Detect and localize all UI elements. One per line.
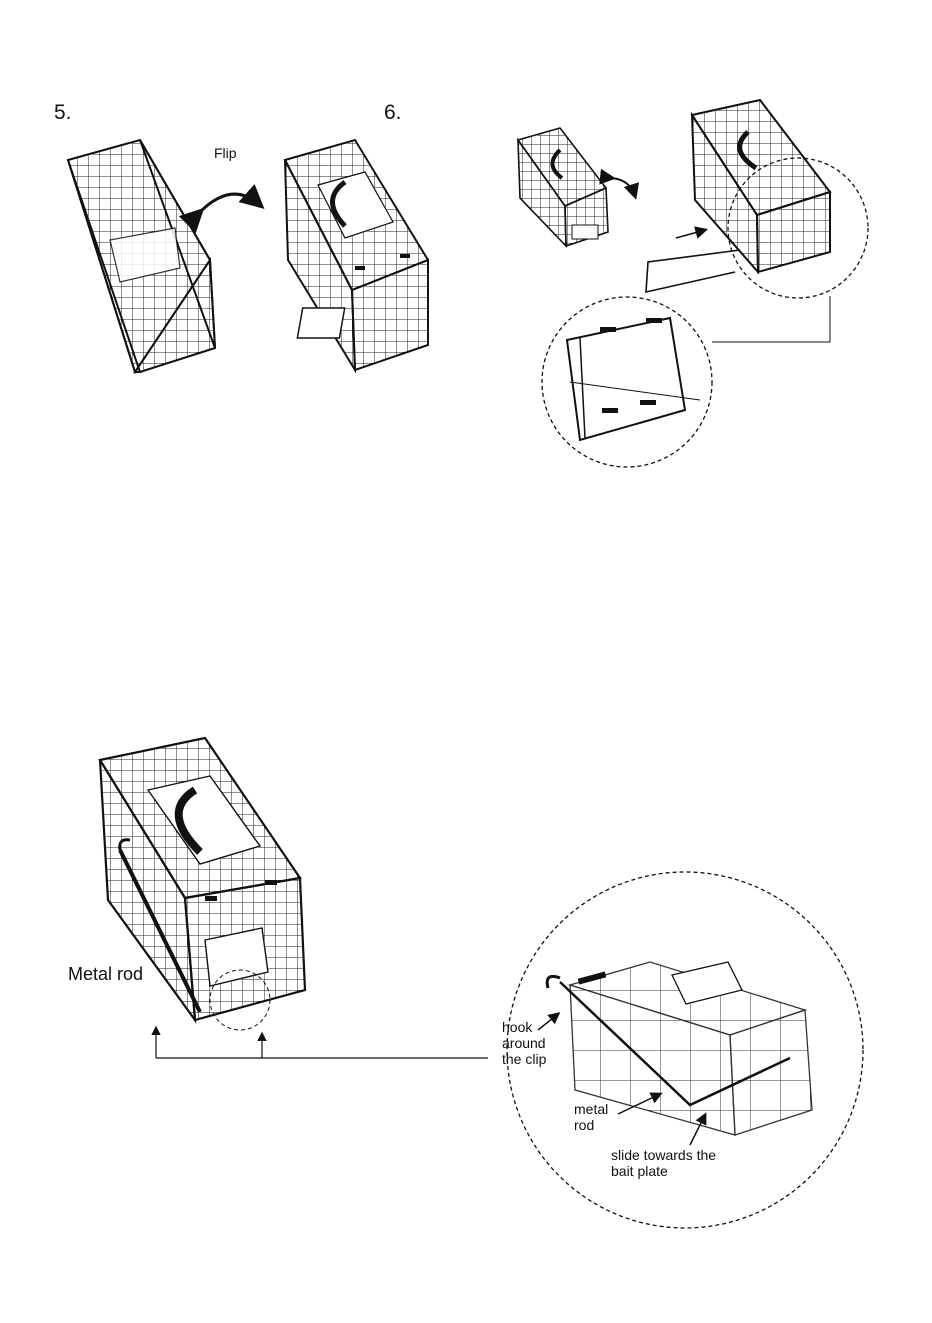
- large-cage-door: [692, 100, 830, 272]
- step-5-number: 5.: [54, 101, 72, 125]
- connector-lines: [156, 1028, 488, 1058]
- slide-label-line2: bait plate: [611, 1164, 668, 1179]
- cage-with-handle: [285, 140, 428, 370]
- step-6-number: 6.: [384, 101, 402, 125]
- flip-label: Flip: [214, 146, 237, 161]
- detail-circle-door: [542, 297, 712, 467]
- cage-open-box: [68, 140, 215, 372]
- insert-arrow: [676, 230, 705, 238]
- hook-label-line3: the clip: [502, 1052, 546, 1067]
- small-cage: [518, 128, 608, 246]
- rotate-arrow: [612, 178, 635, 196]
- metal-rod-detail-line1: metal: [574, 1102, 608, 1117]
- slide-label-line1: slide towards the: [611, 1148, 716, 1163]
- metal-rod-label: Metal rod: [68, 964, 143, 985]
- hook-label-line2: around: [502, 1036, 546, 1051]
- door-detail: [567, 318, 700, 440]
- door-panel-part: [646, 250, 740, 292]
- flip-arrow: [200, 194, 260, 212]
- hook-label-line1: hook: [502, 1020, 532, 1035]
- zoom-connector-top: [712, 296, 830, 342]
- metal-rod-detail-line2: rod: [574, 1118, 594, 1133]
